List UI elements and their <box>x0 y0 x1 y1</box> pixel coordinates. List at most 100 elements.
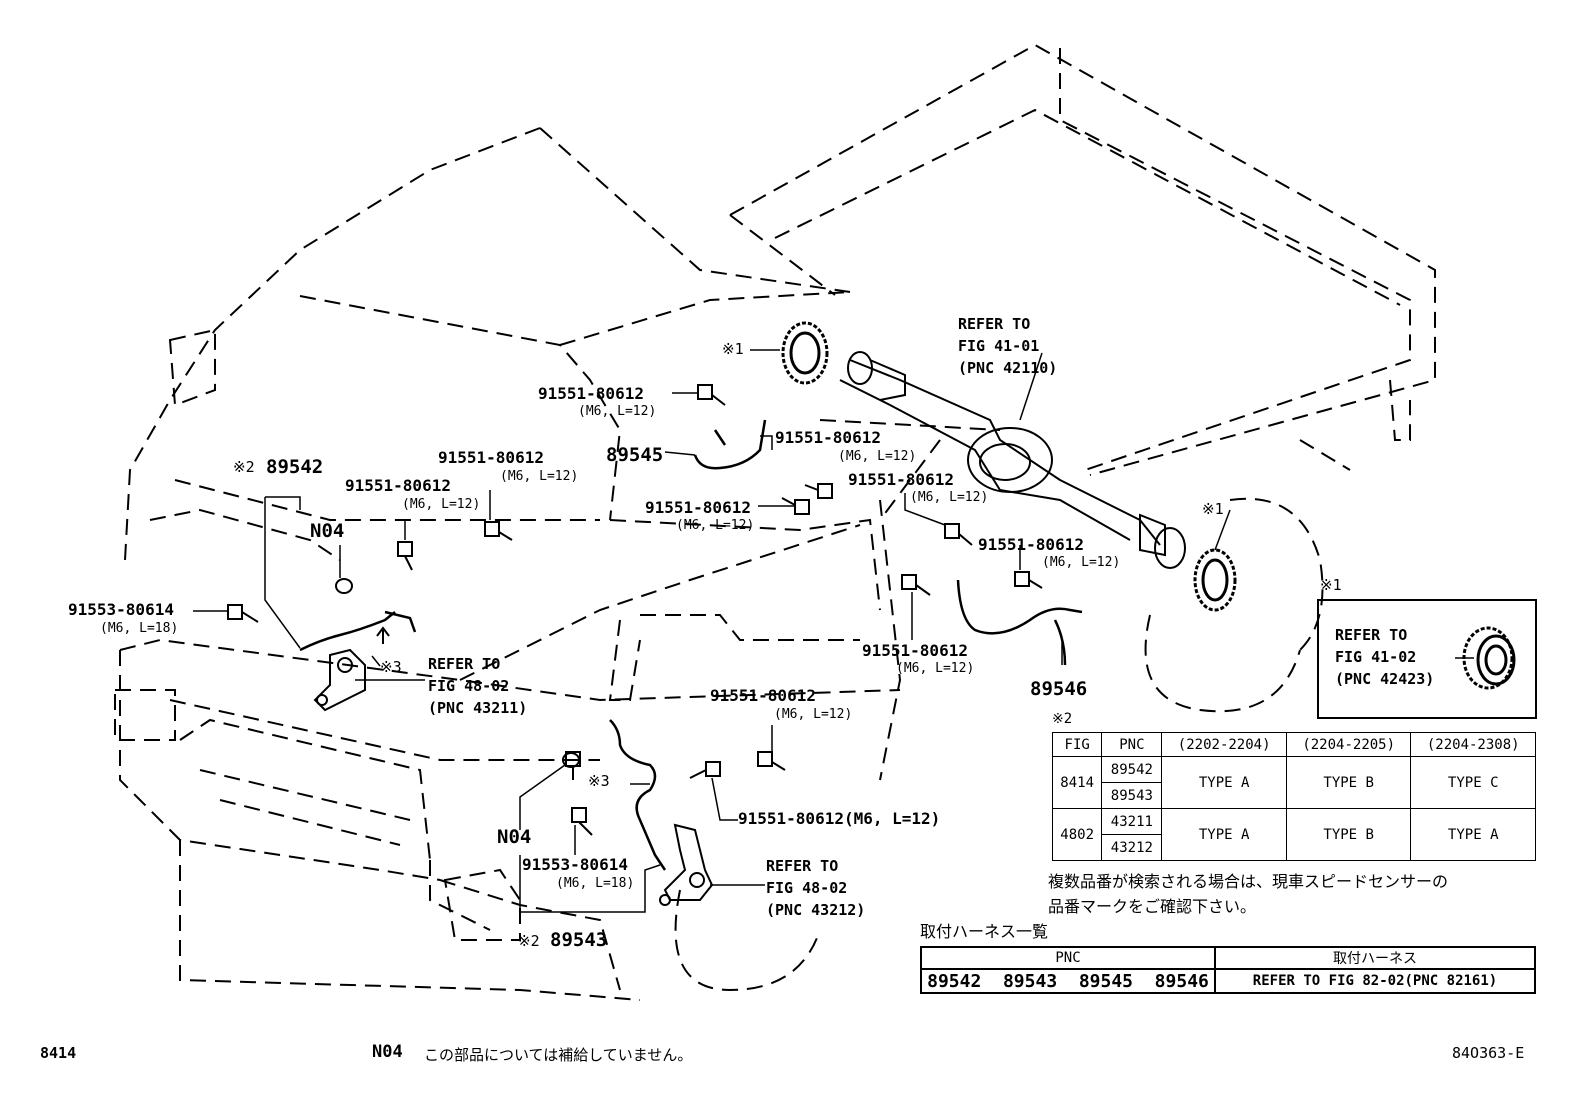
bolt-91551-80612-h <box>901 574 931 596</box>
refer-rotor-line2: FIG 41-02 <box>1335 648 1417 666</box>
harness-header-pnc: PNC <box>920 946 1216 970</box>
mark-3-top: ※3 <box>380 658 402 676</box>
n04-label-top: N04 <box>310 520 345 542</box>
harness-table-title: 取付ハーネス一覧 <box>920 922 1049 941</box>
bolt-d-spec: (M6, L=12) <box>500 469 579 484</box>
arrow-mark <box>376 626 390 644</box>
sensor-rotor-gear-rear-right <box>1193 548 1237 612</box>
part-number-89542: 89542 <box>266 456 324 478</box>
bolt-91551-80612-d <box>804 483 833 499</box>
refer-rotor: REFER TO FIG 41-02 (PNC 42423) <box>1335 624 1434 690</box>
footer-n04-note: この部品については補給していません。 <box>424 1046 693 1064</box>
harness-table: PNC 取付ハーネス 89542 89543 89545 89546 REFER… <box>920 946 1536 994</box>
row1-pnc-a: 89542 <box>1101 756 1163 783</box>
bolt-b-spec: (M6, L=18) <box>556 876 635 891</box>
bolt-c-spec: (M6, L=12) <box>402 497 481 512</box>
refer-knuckle-right: REFER TO FIG 48-02 (PNC 43212) <box>766 855 865 921</box>
col-period-1: (2202-2204) <box>1161 732 1287 757</box>
spec-note-line2: 品番マークをご確認下さい。 <box>1048 897 1257 916</box>
refer-knuckle-right-line3: (PNC 43212) <box>766 901 866 919</box>
part-number-bolt-d: 91551-80612 <box>438 448 544 467</box>
sensor-type-table: FIG PNC (2202-2204) (2204-2205) (2204-23… <box>1051 732 1536 861</box>
col-period-3: (2204-2308) <box>1410 732 1536 757</box>
bolt-91551-80612-a <box>397 541 413 571</box>
refer-axle-line3: (PNC 42110) <box>958 359 1058 377</box>
bolt-91551-80612-c <box>697 384 726 406</box>
part-number-89543: 89543 <box>550 929 608 951</box>
spec-table-mark: ※2 <box>1052 711 1073 727</box>
row2-type-1: TYPE A <box>1161 808 1287 861</box>
part-number-bolt-h: 91551-80612 <box>848 470 954 489</box>
wheel-speed-sensor-rear-left <box>693 419 767 470</box>
part-number-bolt-e: 91551-80612 <box>538 384 644 403</box>
refer-knuckle-left-line1: REFER TO <box>428 655 501 673</box>
refer-rotor-line3: (PNC 42423) <box>1335 670 1435 688</box>
mark-1-rear: ※1 <box>1202 500 1224 518</box>
col-pnc: PNC <box>1101 732 1163 757</box>
rotor-inset-frame <box>1317 599 1537 719</box>
bolt-91551-80612-b <box>484 521 513 541</box>
row1-type-2: TYPE B <box>1285 756 1412 809</box>
col-period-2: (2204-2205) <box>1285 732 1412 757</box>
row1-type-1: TYPE A <box>1161 756 1287 809</box>
part-number-bolt-g: 91551-80612 <box>645 498 751 517</box>
wheel-speed-sensor-rear-right <box>956 579 1083 666</box>
harness-header-harness: 取付ハーネス <box>1214 946 1536 970</box>
truck-body-outline <box>114 43 1436 1001</box>
refer-axle-line2: FIG 41-01 <box>958 337 1040 355</box>
n04-label-bottom: N04 <box>497 826 532 848</box>
part-number-bolt-a: 91553-80614 <box>68 600 174 619</box>
refer-axle-line1: REFER TO <box>958 315 1031 333</box>
wheel-speed-sensor-front-right <box>609 719 667 871</box>
part-number-bolt-k: 91551-80612 <box>710 686 816 705</box>
grommet-n04-top <box>335 578 353 594</box>
mark-1-front: ※1 <box>722 340 744 358</box>
bolt-91551-80612-e <box>781 497 810 515</box>
refer-knuckle-right-line2: FIG 48-02 <box>766 879 848 897</box>
row2-pnc-a: 43211 <box>1101 808 1163 835</box>
mark-1-box: ※1 <box>1320 576 1342 594</box>
bolt-i-spec: (M6, L=12) <box>1042 555 1121 570</box>
wheel-speed-sensor-front-left <box>299 610 417 652</box>
mark-3-bottom: ※3 <box>588 772 610 790</box>
part-number-bolt-c: 91551-80612 <box>345 476 451 495</box>
bolt-91553-80614-right <box>571 807 593 836</box>
refer-knuckle-left: REFER TO FIG 48-02 (PNC 43211) <box>428 653 527 719</box>
rear-axle-housing <box>839 351 1186 569</box>
bolt-91551-80612-i <box>757 751 786 771</box>
bolt-a-spec: (M6, L=18) <box>100 621 179 636</box>
mark-2-left: ※2 <box>233 458 255 476</box>
bolt-h-spec: (M6, L=12) <box>910 490 989 505</box>
row2-fig: 4802 <box>1051 808 1103 861</box>
part-number-89546: 89546 <box>1030 678 1088 700</box>
refer-knuckle-right-line1: REFER TO <box>766 857 839 875</box>
col-fig: FIG <box>1051 732 1103 757</box>
refer-knuckle-left-line3: (PNC 43211) <box>428 699 528 717</box>
row2-pnc-b: 43212 <box>1101 834 1163 861</box>
bolt-91553-80614-left <box>227 604 259 623</box>
spec-note-line1: 複数品番が検索される場合は、現車スピードセンサーの <box>1048 872 1449 891</box>
part-number-89545: 89545 <box>606 444 664 466</box>
part-number-bolt-l: 91551-80612(M6, L=12) <box>738 809 941 828</box>
refer-knuckle-left-line2: FIG 48-02 <box>428 677 510 695</box>
bolt-g-spec: (M6, L=12) <box>676 518 755 533</box>
steering-knuckle-right <box>659 823 714 906</box>
bolt-k-spec: (M6, L=12) <box>774 707 853 722</box>
row2-type-3: TYPE A <box>1410 808 1536 861</box>
part-number-bolt-i: 91551-80612 <box>978 535 1084 554</box>
sensor-rotor-gear-rear-left <box>781 321 829 385</box>
row2-type-2: TYPE B <box>1285 808 1412 861</box>
bolt-e-spec: (M6, L=12) <box>578 404 657 419</box>
harness-reference: REFER TO FIG 82-02(PNC 82161) <box>1214 968 1536 994</box>
harness-pnc-list: 89542 89543 89545 89546 <box>920 968 1216 994</box>
bolt-f-spec: (M6, L=12) <box>838 449 917 464</box>
footer-fig-number: 8414 <box>40 1044 77 1062</box>
part-number-bolt-j: 91551-80612 <box>862 641 968 660</box>
row1-pnc-b: 89543 <box>1101 782 1163 809</box>
row1-fig: 8414 <box>1051 756 1103 809</box>
mark-2-right: ※2 <box>518 932 540 950</box>
refer-axle: REFER TO FIG 41-01 (PNC 42110) <box>958 313 1057 379</box>
leader-lines <box>193 349 1474 913</box>
footer-drawing-id: 84O363-E <box>1452 1044 1525 1062</box>
